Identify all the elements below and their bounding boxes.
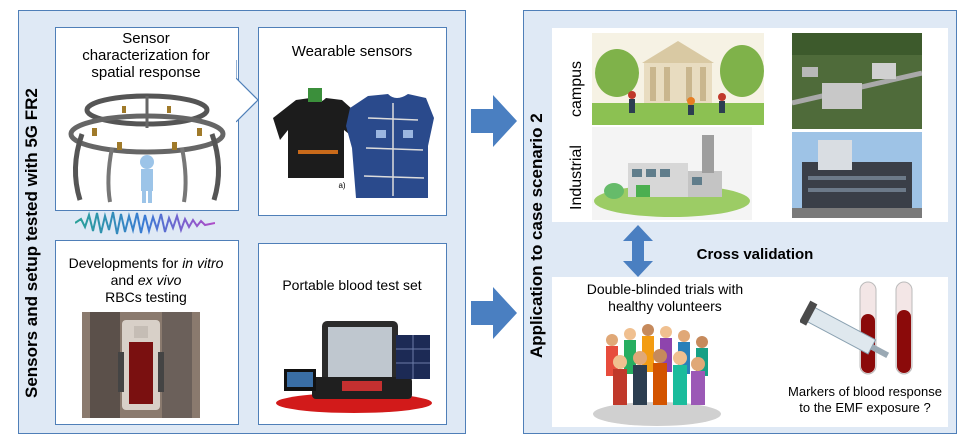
trials-line2: healthy volunteers [608, 298, 722, 314]
campus-illustration [592, 33, 764, 125]
developments-invitro: in vitro [182, 255, 224, 271]
developments-line1: Developments for in vitro [56, 255, 236, 272]
markers-line2: to the EMF exposure ? [799, 400, 931, 415]
markers-text: Markers of blood response to the EMF exp… [775, 384, 955, 416]
cross-validation-label: Cross validation [696, 246, 814, 263]
dome-probe-image [68, 93, 226, 203]
sensor-char-line3: spatial response [91, 64, 201, 81]
blood-tubes-syringe-image [800, 281, 913, 375]
campus-label: campus [568, 60, 585, 117]
sensor-char-line2: characterization for [82, 47, 210, 64]
developments-exvivo: ex vivo [137, 272, 182, 288]
waveform-graphic [75, 211, 215, 235]
campus-aerial-photo [792, 33, 922, 129]
rbc-test-device-image [82, 312, 200, 418]
industrial-illustration [592, 127, 752, 220]
developments-line3: RBCs testing [105, 289, 187, 305]
markers-line1: Markers of blood response [788, 384, 942, 399]
trials-line1: Double-blinded trials with [586, 281, 744, 297]
developments-and: and [110, 272, 138, 288]
trials-text: Double-blinded trials with healthy volun… [565, 281, 765, 315]
portable-kit-image [276, 321, 432, 413]
developments-line2: and ex vivo [56, 272, 236, 289]
wearable-shirt-image [273, 88, 434, 198]
arrow-top-to-scenario [471, 95, 517, 147]
crowd-illustration [593, 324, 721, 426]
industrial-building-photo [792, 132, 922, 218]
sensor-char-line1: Sensor [122, 30, 170, 47]
arrow-sensor-to-wearable [236, 60, 259, 123]
wearable-tiny-label: a) [338, 181, 346, 190]
industrial-label: Industrial [568, 145, 585, 210]
cross-validation-arrow [623, 225, 653, 277]
sensor-char-text: Sensor characterization for spatial resp… [60, 30, 232, 81]
left-vertical-label: Sensors and setup tested with 5G FR2 [22, 88, 41, 398]
wearable-title: Wearable sensors [291, 43, 413, 60]
developments-text: Developments for in vitro and ex vivo RB… [56, 255, 236, 306]
right-vertical-label: Application to case scenario 2 [527, 113, 546, 358]
portable-title: Portable blood test set [282, 277, 422, 293]
developments-pre: Developments for [68, 255, 183, 271]
arrow-bottom-to-scenario [471, 287, 517, 339]
